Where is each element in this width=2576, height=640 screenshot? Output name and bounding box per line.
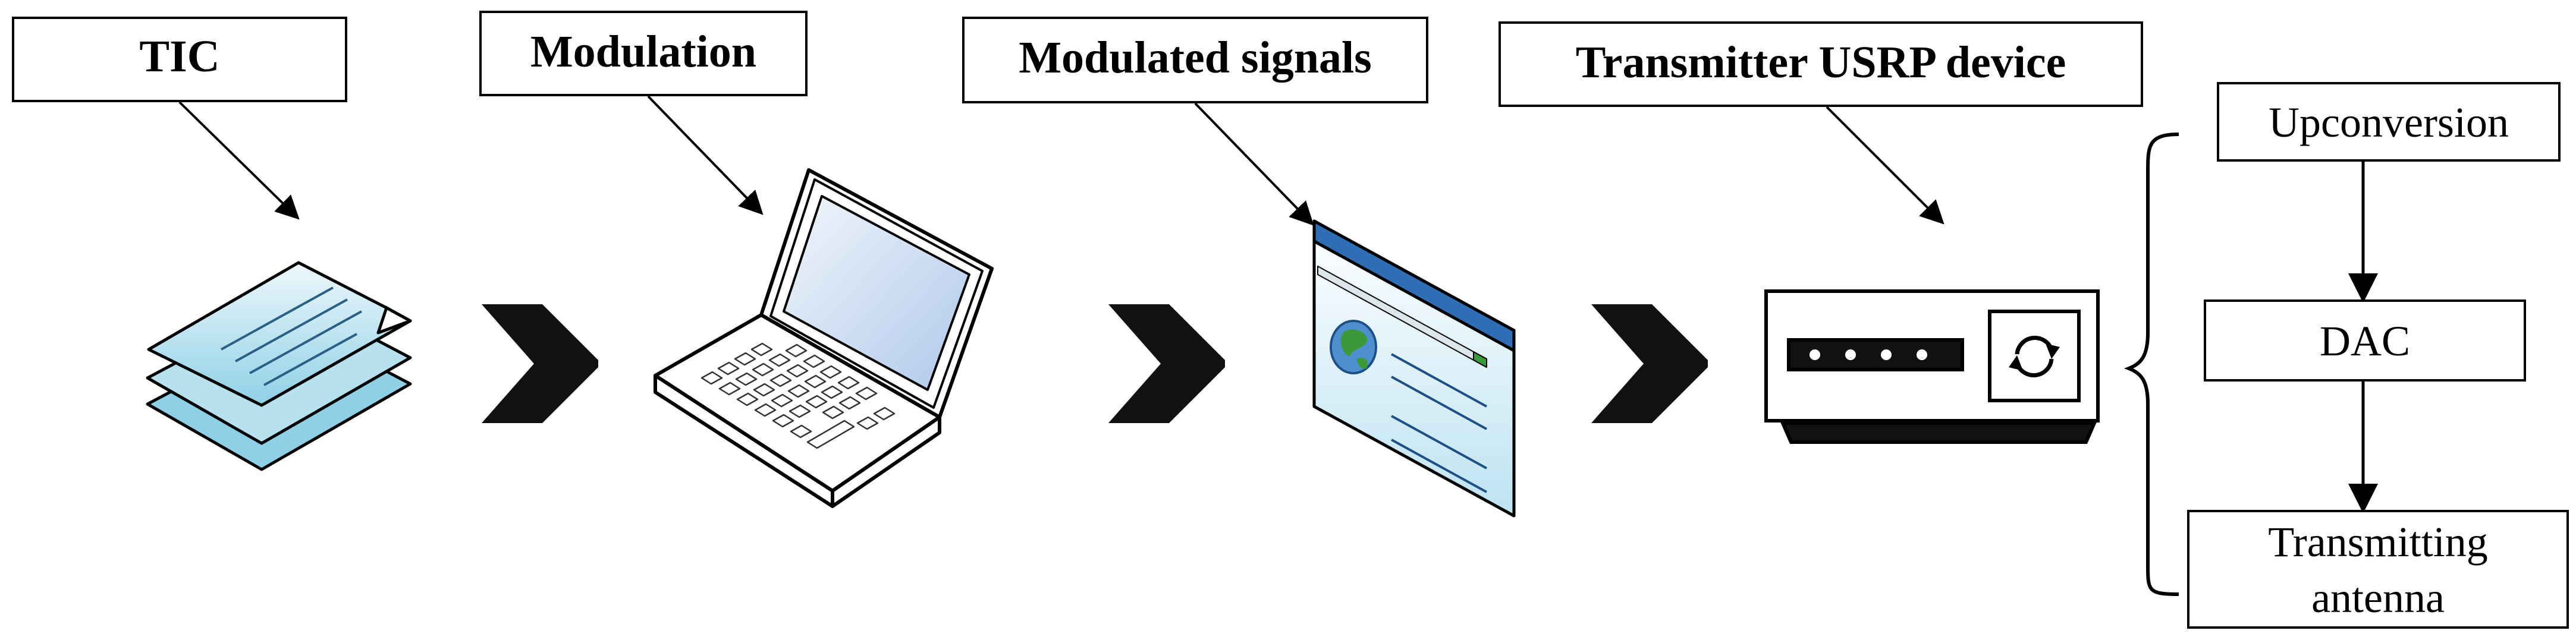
- pointer-arrow-modulation: [647, 95, 764, 215]
- browser-window-icon: [1312, 219, 1516, 518]
- globe-icon: [1330, 320, 1377, 374]
- step-dac-text: DAC: [2320, 317, 2410, 365]
- pointer-arrow-transmitter: [1826, 106, 1944, 225]
- label-modulation: Modulation: [479, 11, 808, 96]
- laptop-icon: [654, 168, 994, 508]
- step-antenna-line2: antenna: [2311, 574, 2445, 622]
- label-modulated-signals-text: Modulated signals: [1019, 33, 1371, 83]
- step-dac: DAC: [2204, 299, 2526, 382]
- step-upconversion-text: Upconversion: [2269, 99, 2509, 146]
- double-chevron-icon: [482, 304, 598, 423]
- step-antenna-line1: Transmitting: [2268, 518, 2487, 566]
- pointer-arrow-tic: [178, 101, 300, 220]
- usrp-device-icon: [1764, 289, 2100, 444]
- label-modulated-signals: Modulated signals: [962, 17, 1428, 103]
- step-transmitting-antenna: Transmitting antenna: [2187, 510, 2569, 629]
- document-stack-icon: [146, 261, 412, 471]
- step-upconversion: Upconversion: [2217, 82, 2561, 162]
- brace: [2123, 133, 2179, 596]
- label-transmitter: Transmitter USRP device: [1499, 21, 2143, 107]
- label-modulation-text: Modulation: [530, 27, 756, 77]
- label-transmitter-text: Transmitter USRP device: [1576, 37, 2066, 87]
- label-tic-text: TIC: [139, 31, 219, 81]
- label-tic: TIC: [12, 17, 347, 102]
- double-chevron-icon: [1108, 304, 1225, 423]
- double-chevron-icon: [1591, 304, 1708, 423]
- pointer-arrow-modulated-signals: [1194, 102, 1314, 226]
